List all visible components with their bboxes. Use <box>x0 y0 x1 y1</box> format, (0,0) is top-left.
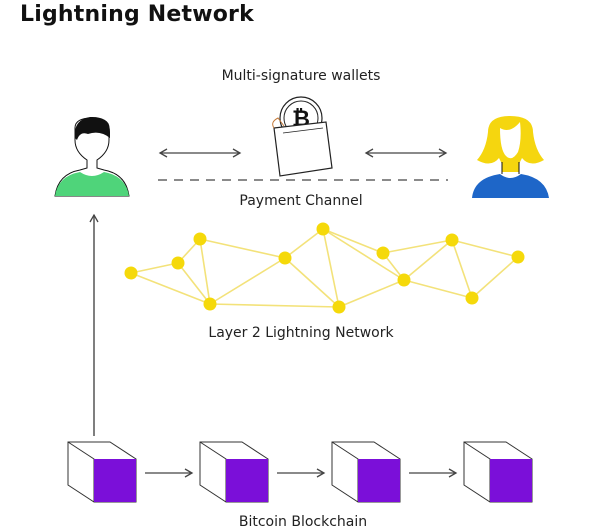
person-left-icon <box>54 116 130 197</box>
blockchain-label: Bitcoin Blockchain <box>238 514 368 530</box>
payment-channel-label: Payment Channel <box>239 193 363 209</box>
network-edge <box>130 272 211 305</box>
network-node <box>278 251 292 265</box>
network-edge <box>403 239 453 281</box>
network-node <box>193 232 207 246</box>
multisig-label: Multi-signature wallets <box>221 68 381 84</box>
network-node <box>376 246 390 260</box>
bitcoin-wallet-icon: ₿ <box>272 96 333 177</box>
network-edge <box>451 239 473 299</box>
blockchain-blocks <box>67 441 533 503</box>
network-node <box>171 256 185 270</box>
network-edge <box>284 228 324 259</box>
layer2-label: Layer 2 Lightning Network <box>208 325 394 341</box>
network-edge <box>451 239 519 258</box>
block-icon <box>199 441 269 503</box>
network-edge <box>177 262 211 305</box>
network-node <box>316 222 330 236</box>
network-node <box>445 233 459 247</box>
network-node <box>332 300 346 314</box>
network-edge <box>471 256 519 299</box>
network-edges <box>130 228 519 308</box>
network-node <box>397 273 411 287</box>
network-node <box>511 250 525 264</box>
network-edge <box>209 257 286 305</box>
network-nodes <box>124 222 525 314</box>
network-edge <box>322 228 384 254</box>
network-edge <box>382 239 453 254</box>
page-title: Lightning Network <box>20 2 254 27</box>
network-edge <box>284 257 340 308</box>
network-edge <box>209 303 340 308</box>
network-edge <box>403 279 473 299</box>
block-icon <box>463 441 533 503</box>
person-right-icon <box>472 116 549 198</box>
network-node <box>203 297 217 311</box>
network-edge <box>199 238 286 259</box>
network-edge <box>322 228 340 308</box>
block-icon <box>67 441 137 503</box>
network-node <box>465 291 479 305</box>
network-edge <box>199 238 211 305</box>
network-edge <box>322 228 405 281</box>
network-edge <box>338 279 405 308</box>
network-edge <box>130 262 179 274</box>
network-node <box>124 266 138 280</box>
block-icon <box>331 441 401 503</box>
